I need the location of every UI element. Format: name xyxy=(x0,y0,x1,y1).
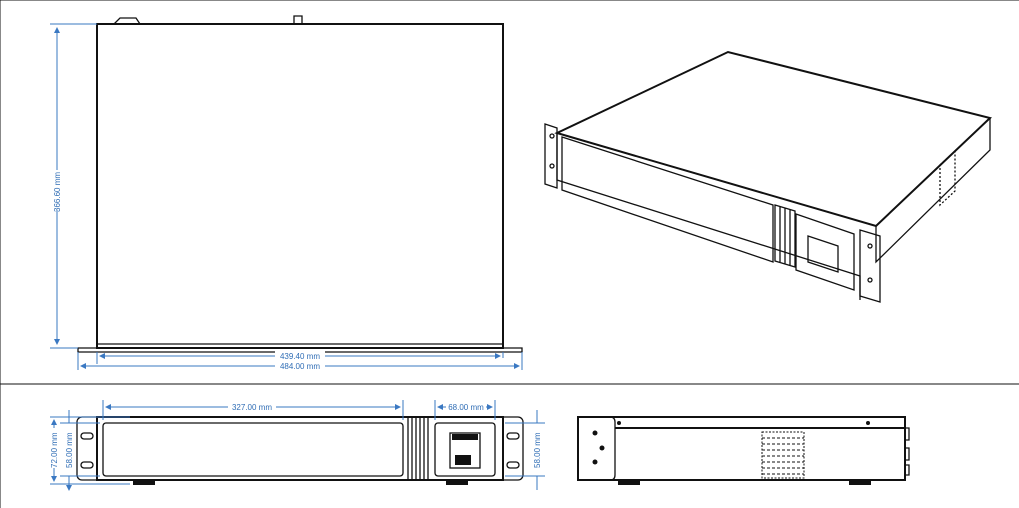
inner-width-dimension-label: 439.40 mm xyxy=(280,352,320,361)
vent-grille xyxy=(761,431,805,479)
side-view xyxy=(577,416,910,485)
panel-width-dimension-label: 327.00 mm xyxy=(232,403,272,412)
total-height-dimension-label: 72.00 mm xyxy=(50,432,59,468)
outer-width-dimension-label: 484.00 mm xyxy=(280,362,320,371)
right-height-dimension-label: 58.00 mm xyxy=(533,432,542,468)
inner-height-dimension-label: 58.00 mm xyxy=(65,432,74,468)
isometric-view xyxy=(544,50,993,303)
depth-dimension-label: 366.60 mm xyxy=(53,172,62,212)
port-panel-width-dimension-label: 68.00 mm xyxy=(448,403,484,412)
front-view: 327.00 mm 68.00 mm 72.00 mm 58.00 mm 58.… xyxy=(49,400,545,490)
top-view: 366.60 mm 439.40 mm 484.00 mm xyxy=(50,15,523,371)
